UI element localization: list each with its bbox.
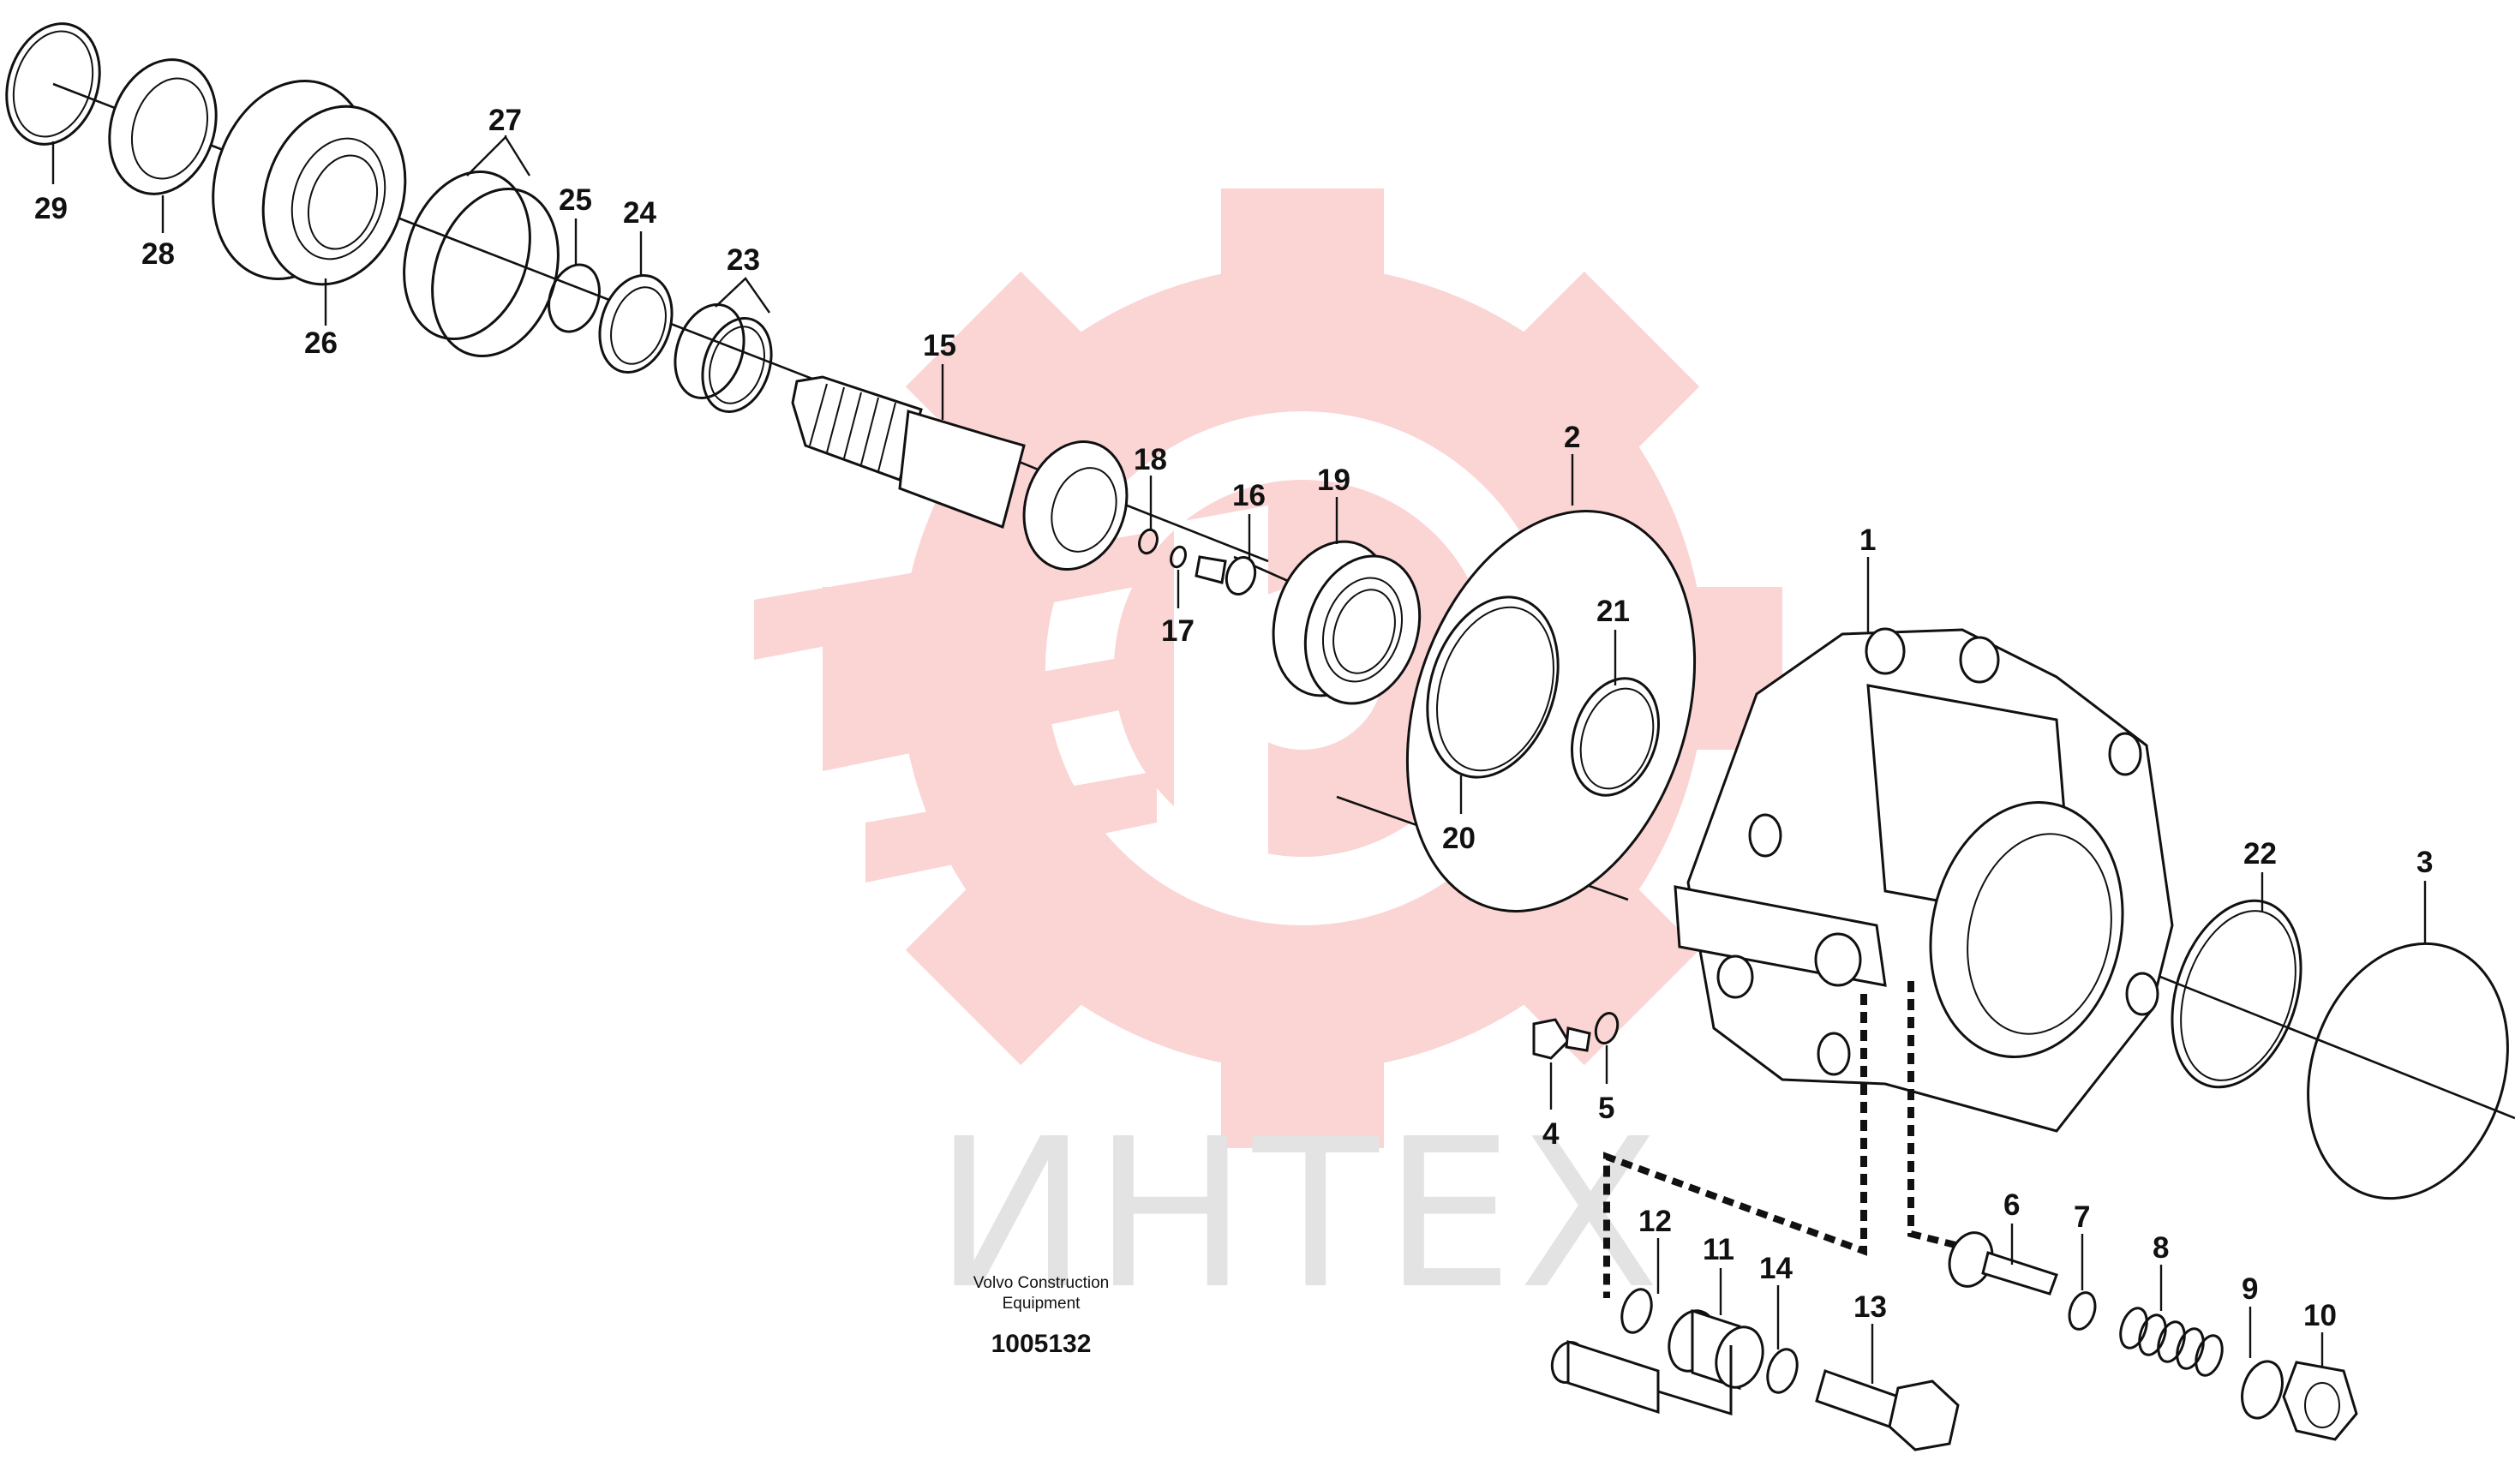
- part-5-ring: [1594, 1011, 1620, 1045]
- callout-3: 3: [2416, 846, 2433, 879]
- part-27-o-rings: [403, 170, 560, 358]
- diagram-code: 1005132: [991, 1330, 1092, 1358]
- callout-11: 11: [1703, 1233, 1734, 1266]
- part-11-sleeve: [1668, 1308, 1764, 1391]
- diagram-caption: Volvo Construction Equipment 1005132: [973, 1274, 1109, 1358]
- part-23-snap-rings: [674, 302, 773, 414]
- part-29-snap-ring: [5, 22, 101, 146]
- part-18-ring: [1138, 528, 1159, 555]
- callout-29: 29: [34, 192, 68, 225]
- part-19-bearing: [1272, 540, 1422, 705]
- part-28-seal: [108, 58, 218, 195]
- caption-line-2: Equipment: [1003, 1295, 1081, 1313]
- part-7-ring: [2068, 1291, 2097, 1331]
- callout-1: 1: [1859, 524, 1876, 557]
- caption-line-1: Volvo Construction: [973, 1274, 1109, 1292]
- callout-25: 25: [559, 183, 592, 217]
- callout-14: 14: [1759, 1252, 1793, 1285]
- part-1-housing: [1674, 627, 2174, 1133]
- part-14-ring: [1766, 1348, 1799, 1394]
- callout-19: 19: [1317, 464, 1350, 497]
- callout-labels: 29 28 26 27 25 24 23 15 18 17 16 19 2 21…: [34, 104, 2433, 1332]
- part-9-ring: [2241, 1360, 2284, 1420]
- callout-8: 8: [2153, 1231, 2169, 1265]
- part-15-shaft: [791, 375, 1129, 571]
- callout-2: 2: [1564, 421, 1580, 454]
- part-21-ring: [1570, 677, 1661, 797]
- part-17-ring: [1170, 545, 1187, 569]
- callout-4: 4: [1542, 1117, 1560, 1151]
- callout-23: 23: [727, 243, 760, 277]
- callout-26: 26: [304, 326, 338, 360]
- callout-10: 10: [2303, 1299, 2337, 1332]
- callout-22: 22: [2243, 837, 2277, 871]
- part-13-bolt: [1815, 1369, 1960, 1451]
- callout-5: 5: [1598, 1092, 1614, 1125]
- callout-16: 16: [1232, 479, 1266, 512]
- callout-15: 15: [923, 329, 956, 362]
- part-8-spring: [2119, 1307, 2224, 1377]
- part-3-o-ring: [2307, 942, 2509, 1200]
- leader-lines: [51, 135, 2427, 1384]
- callout-17: 17: [1161, 614, 1195, 648]
- callout-18: 18: [1134, 443, 1167, 476]
- part-12-ring: [1620, 1288, 1653, 1334]
- part-16-plug: [1195, 555, 1257, 595]
- part-4-plug: [1532, 1018, 1591, 1060]
- callout-12: 12: [1638, 1205, 1672, 1238]
- part-20-ring: [1426, 595, 1560, 779]
- callout-20: 20: [1442, 822, 1476, 855]
- callout-9: 9: [2242, 1272, 2258, 1306]
- callout-7: 7: [2074, 1200, 2090, 1234]
- part-25-o-ring: [548, 263, 601, 333]
- dashed-routing-lines: [1603, 981, 1980, 1298]
- part-6-spool: [1948, 1231, 2058, 1296]
- callout-6: 6: [2003, 1188, 2020, 1222]
- part-24-washer: [598, 273, 674, 374]
- part-26-cover: [212, 80, 407, 286]
- watermark-text: ИНТЕХ: [934, 1094, 1665, 1334]
- callout-13: 13: [1853, 1290, 1887, 1324]
- part-10-plug: [2282, 1361, 2358, 1441]
- callout-21: 21: [1596, 595, 1630, 628]
- pipe-fitting: [1550, 1339, 1733, 1416]
- part-22-snap-ring: [2171, 899, 2302, 1089]
- callout-24: 24: [623, 196, 656, 230]
- callout-28: 28: [141, 237, 175, 271]
- callout-27: 27: [488, 104, 522, 137]
